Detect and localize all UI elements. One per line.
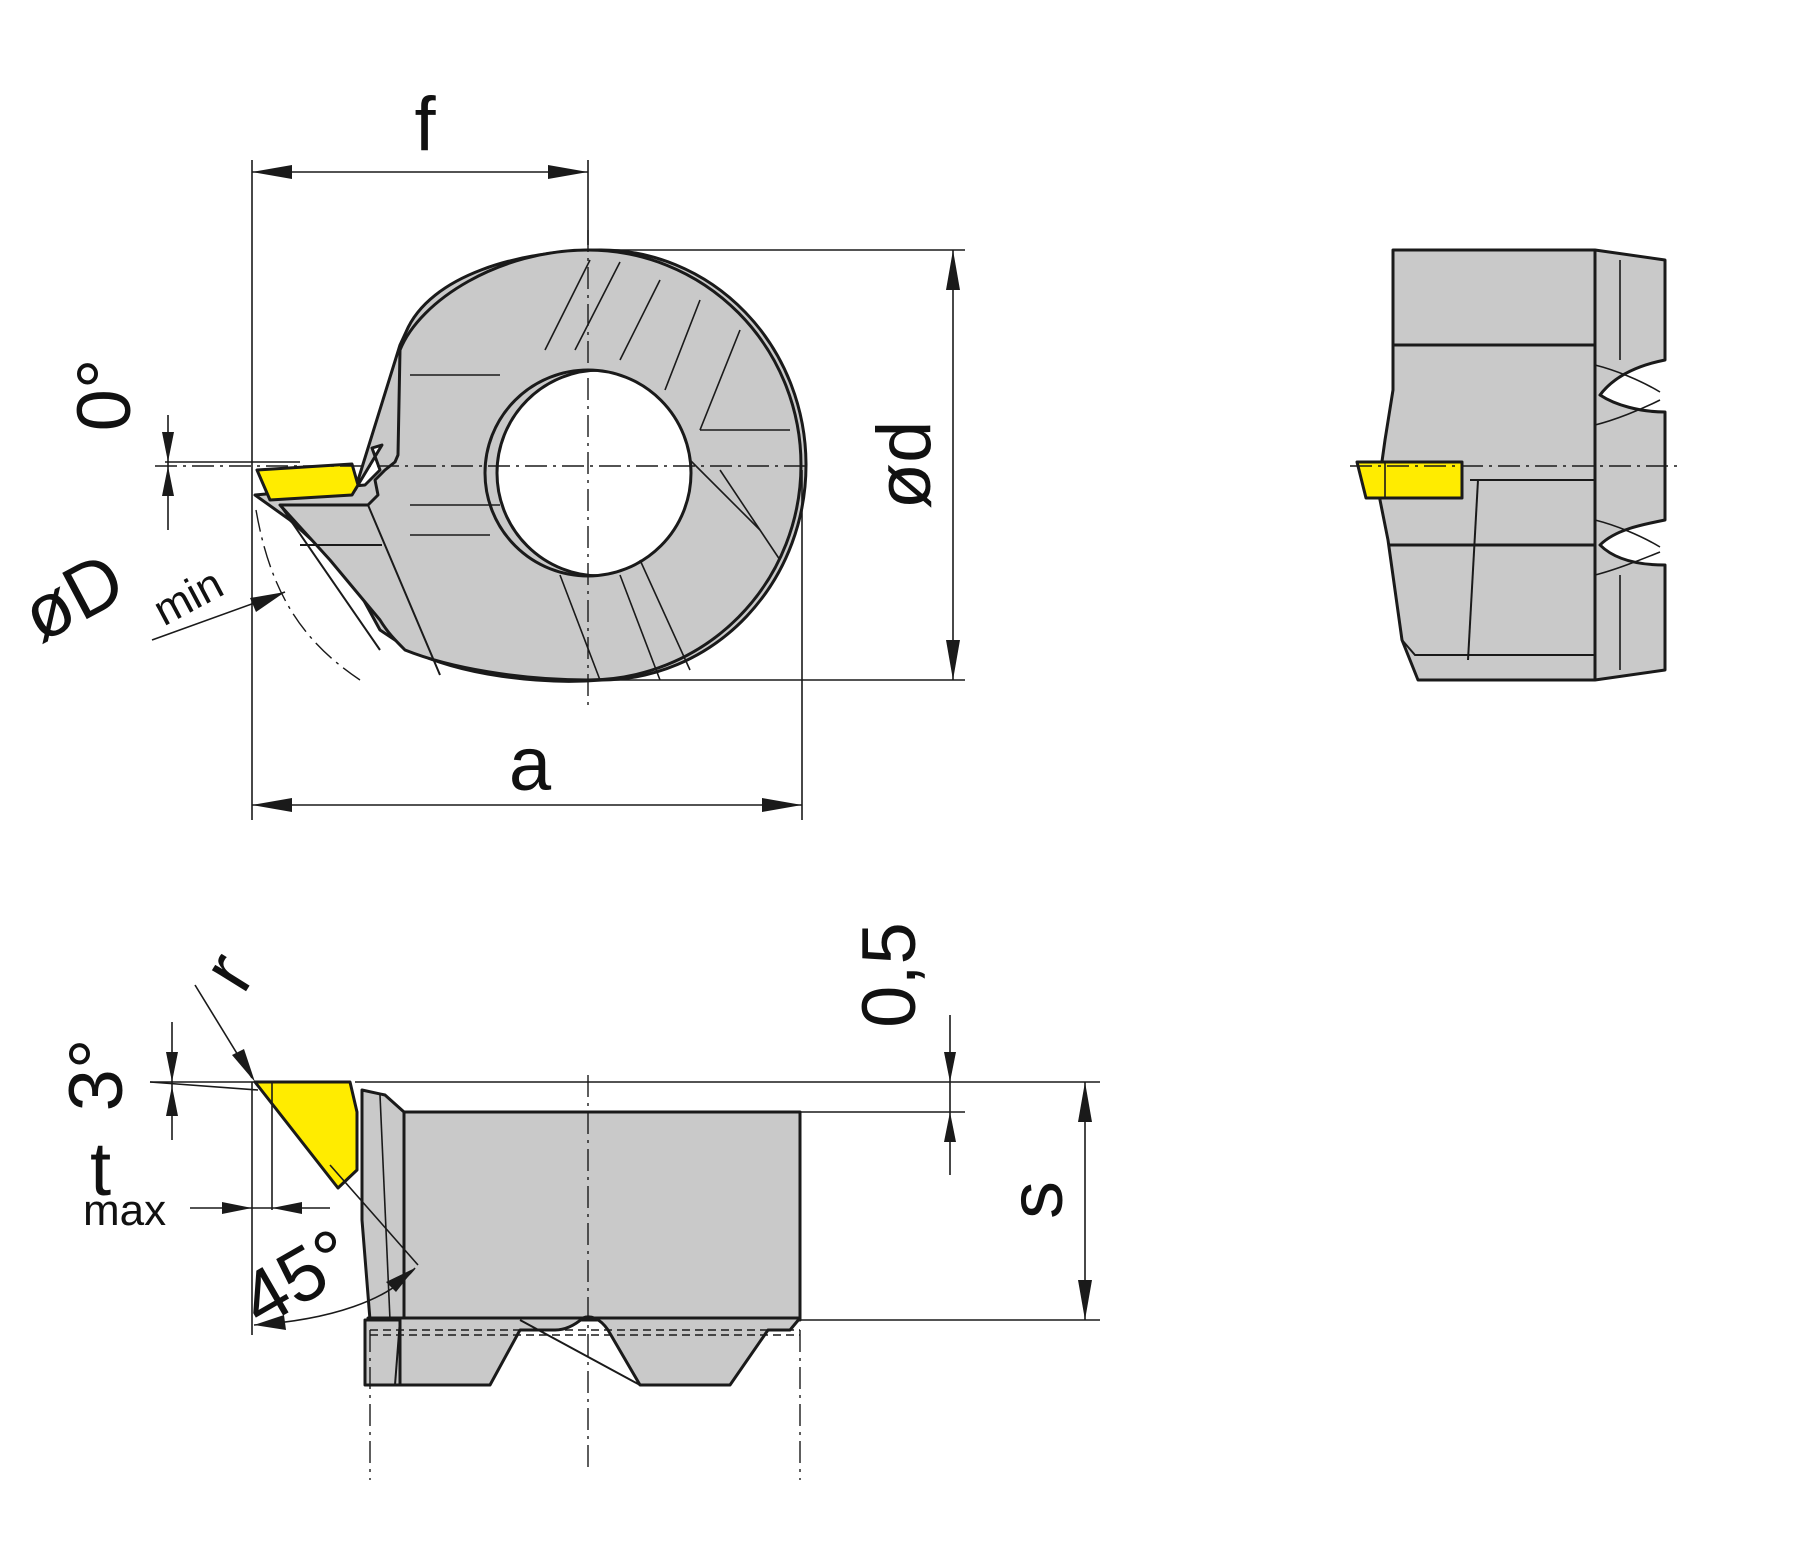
label-three-deg: 3° (54, 1039, 139, 1112)
top-view: f a ød 0° øD min (8, 82, 965, 820)
label-min: min (145, 559, 231, 636)
insert-body-side (1376, 248, 1667, 682)
cutting-edge-side (1355, 460, 1464, 500)
label-half: 0,5 (847, 922, 932, 1028)
cutting-edge-front (253, 1080, 359, 1190)
insert-body-top-main (278, 248, 803, 682)
front-view: 0,5 s r 3° t max 45° (54, 922, 1100, 1480)
label-a: a (509, 722, 552, 807)
label-forty-five-deg: 45° (226, 1212, 368, 1343)
label-max: max (83, 1186, 166, 1235)
cutting-edge-top (255, 462, 360, 502)
label-t: t (90, 1127, 111, 1212)
label-s: s (994, 1181, 1079, 1219)
insert-body-front (402, 1110, 802, 1322)
label-f: f (414, 82, 436, 167)
label-od: ød (862, 421, 947, 510)
side-view (1350, 248, 1680, 682)
label-oD: øD (8, 536, 137, 659)
label-zero-deg: 0° (62, 359, 147, 432)
label-r: r (186, 938, 271, 1005)
